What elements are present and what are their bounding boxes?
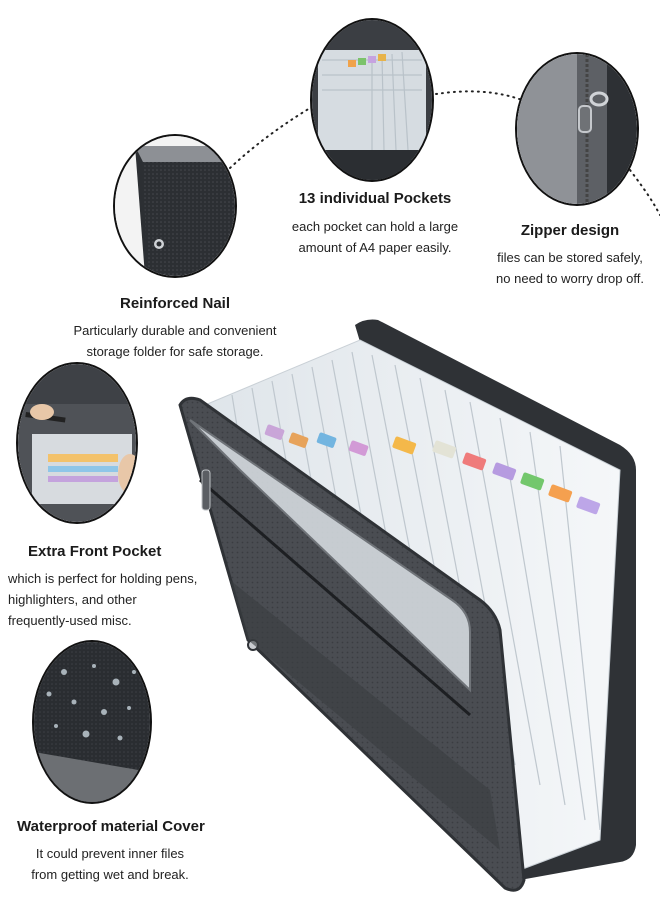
- front-pocket-window: [189, 419, 471, 693]
- connector-nail: [229, 104, 316, 169]
- tab: [264, 424, 285, 440]
- pockets-photo: [310, 18, 434, 182]
- connector-pockets: [429, 90, 523, 101]
- nail-description-line: Particularly durable and convenient: [73, 323, 277, 338]
- tab: [392, 436, 417, 455]
- pocket-tabs: [264, 424, 601, 515]
- nail-description-line: storage folder for safe storage.: [86, 344, 264, 359]
- tab: [316, 432, 337, 448]
- tab: [462, 452, 487, 471]
- front-pocket-description-line: which is perfect for holding pens,: [8, 571, 198, 586]
- zipper-photo: [515, 52, 639, 206]
- pockets-description: each pocket can hold a large amount of A…: [270, 216, 480, 258]
- zipper-description: files can be stored safely, no need to w…: [480, 247, 660, 289]
- zipper-pull-icon: [201, 469, 211, 511]
- tab: [576, 496, 601, 515]
- waterproof-description-line: It could prevent inner files: [35, 846, 185, 861]
- front-pocket-title: Extra Front Pocket: [28, 543, 162, 560]
- tab: [520, 472, 545, 491]
- folder-band: [230, 580, 500, 850]
- nail-title: Reinforced Nail: [119, 295, 231, 312]
- pockets-description-line: each pocket can hold a large: [291, 219, 459, 234]
- reinforced-nail-photo: [113, 134, 237, 278]
- zipper-description-line: no need to worry drop off.: [496, 271, 644, 286]
- tab: [548, 484, 573, 503]
- pockets-description-line: amount of A4 paper easily.: [298, 240, 452, 255]
- waterproof-title: Waterproof material Cover: [17, 818, 205, 835]
- front-pocket-description-line: highlighters, and other: [8, 592, 137, 607]
- tab: [348, 440, 369, 456]
- connector-zipper: [629, 169, 660, 216]
- tab: [432, 440, 457, 459]
- front-zipper: [199, 478, 471, 717]
- waterproof-description-line: from getting wet and break.: [31, 867, 189, 882]
- tab: [288, 432, 309, 448]
- tab: [492, 462, 517, 481]
- zipper-title: Zipper design: [520, 222, 620, 239]
- pockets-title: 13 individual Pockets: [298, 190, 452, 207]
- nail-description: Particularly durable and convenient stor…: [50, 320, 300, 362]
- front-pocket-description: which is perfect for holding pens, highl…: [8, 568, 228, 631]
- front-pocket-description-line: frequently-used misc.: [8, 613, 132, 628]
- front-pocket-photo: [16, 362, 138, 524]
- waterproof-description: It could prevent inner files from gettin…: [10, 843, 210, 885]
- zipper-description-line: files can be stored safely,: [497, 250, 643, 265]
- waterproof-photo: [32, 640, 152, 804]
